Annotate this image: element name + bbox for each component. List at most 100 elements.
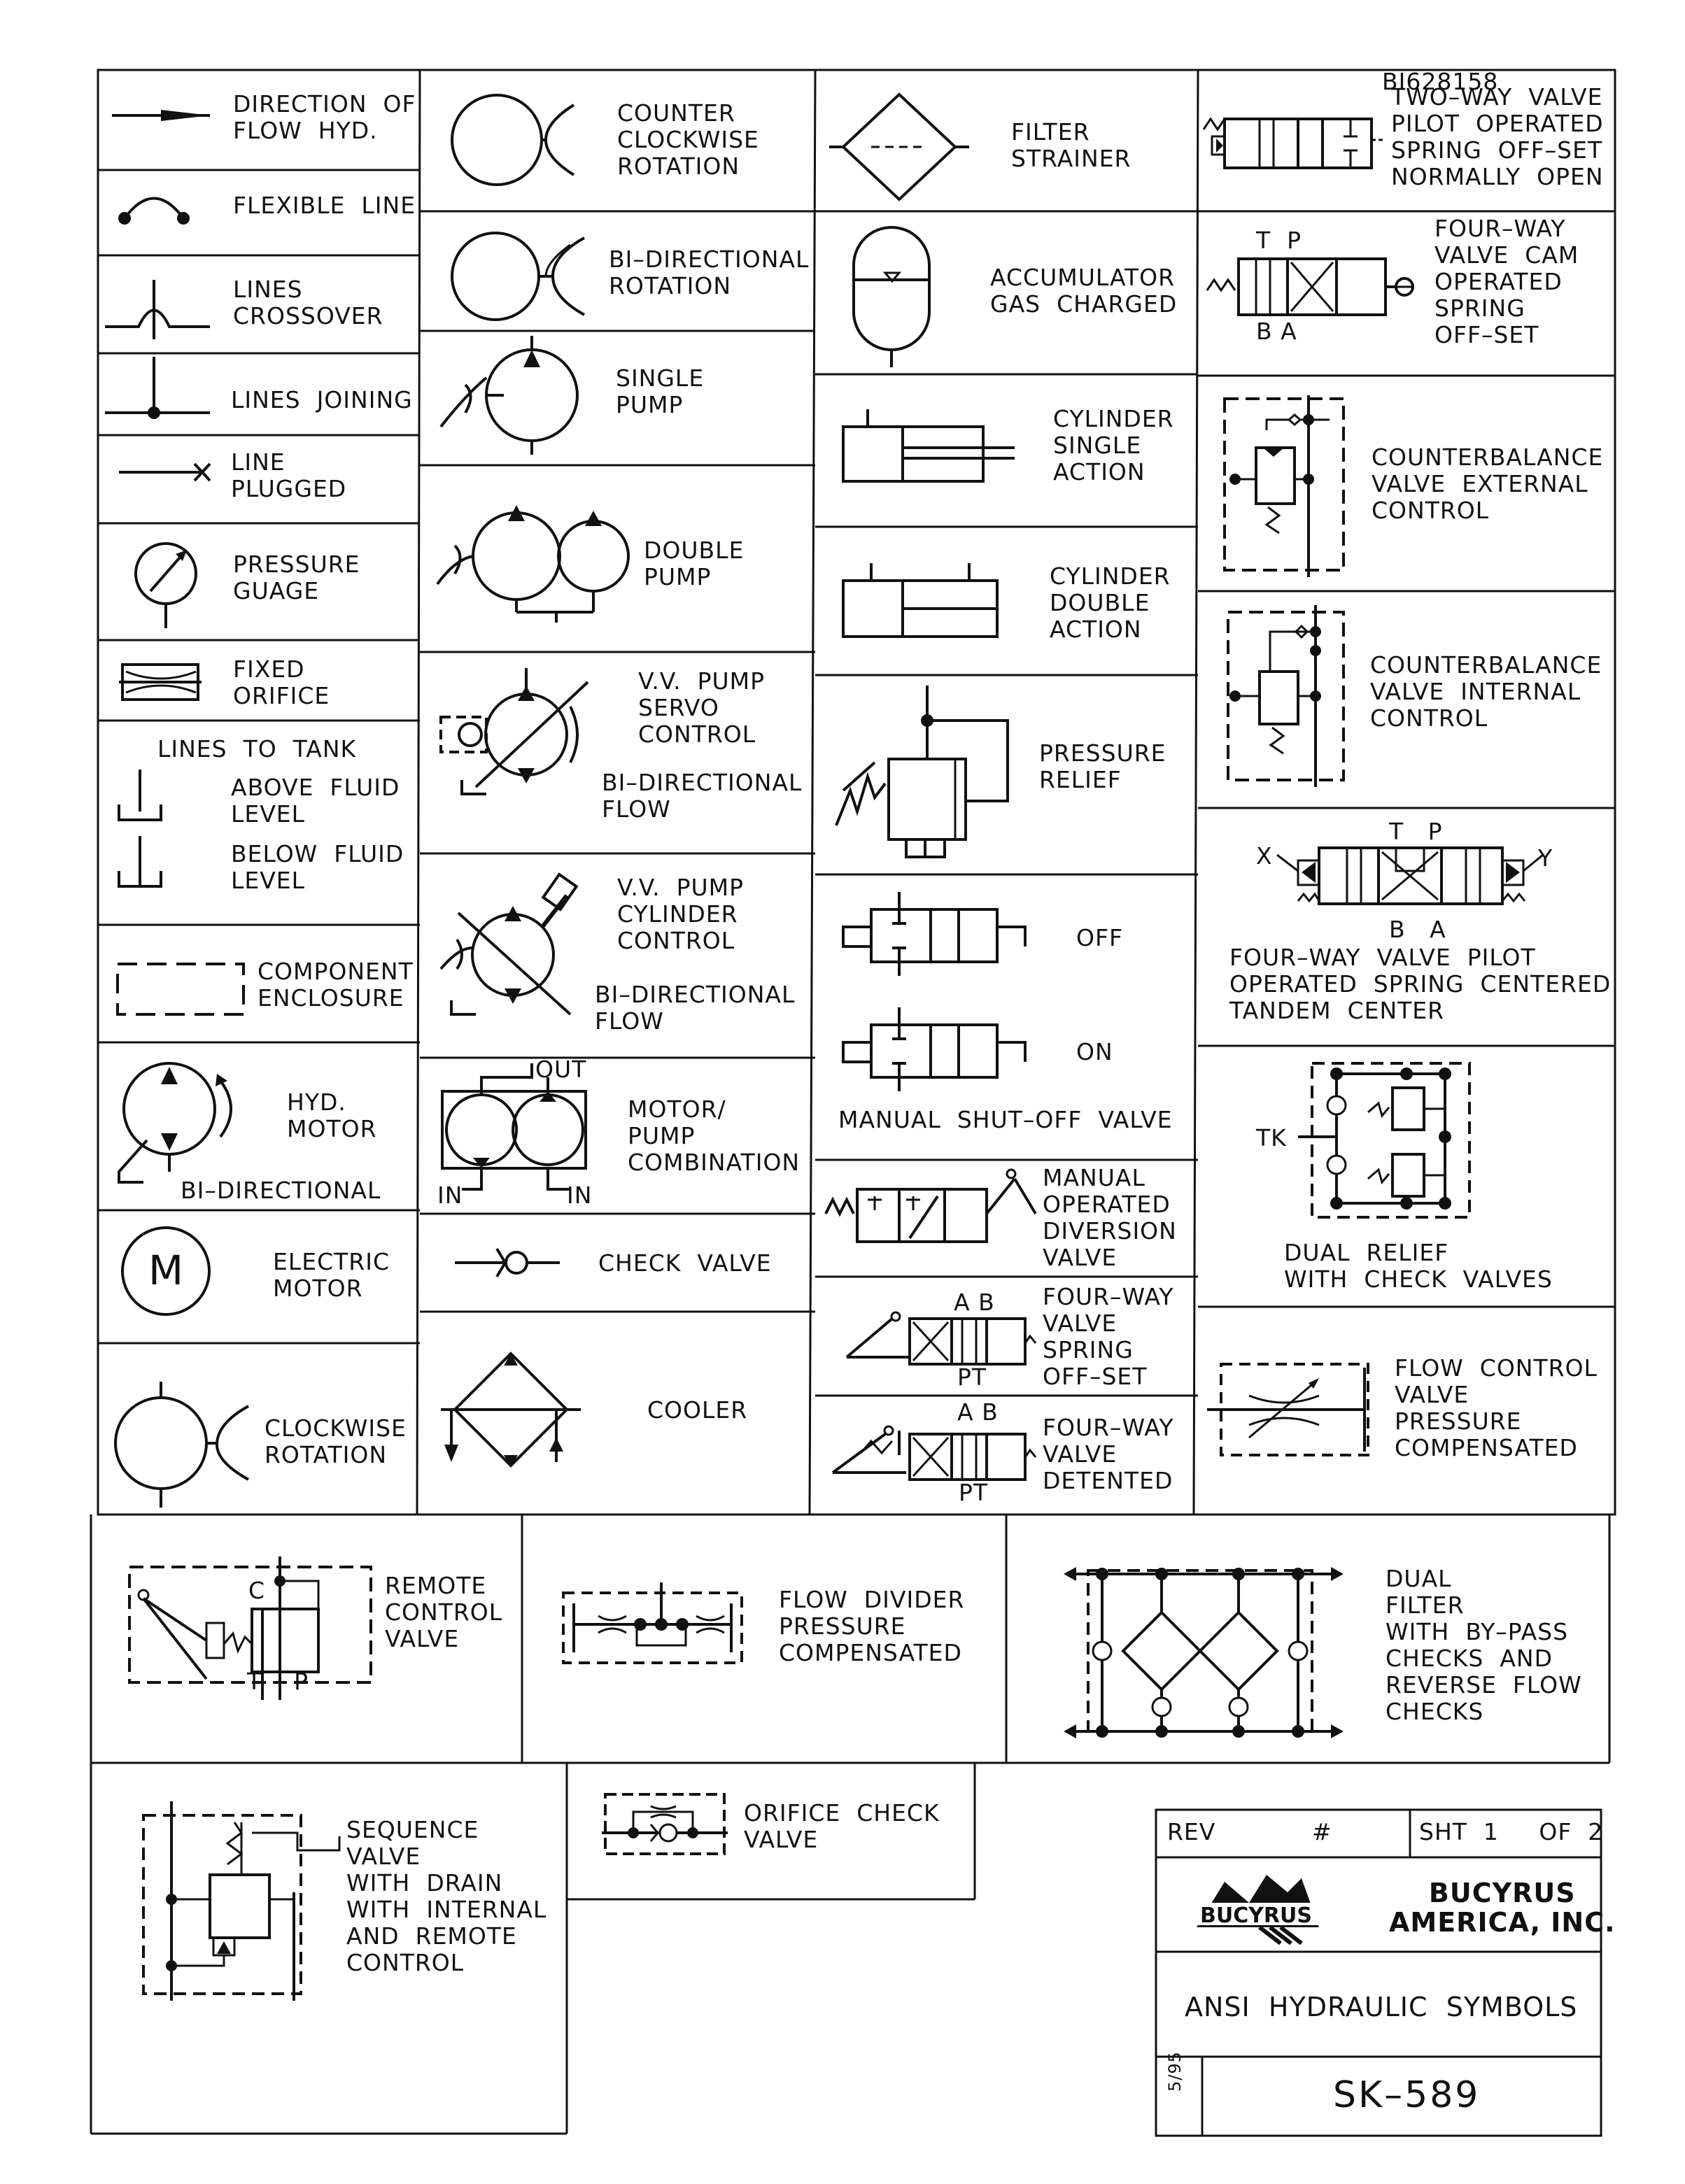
four-way-spring-ab-label: A B [954,1289,995,1316]
four-way-cam-tp-label: T P [1256,227,1302,254]
hyd-motor-label: HYD. MOTOR [287,1089,377,1142]
clockwise-rotation-label: CLOCKWISE ROTATION [265,1414,407,1468]
title-block-hash: # [1312,1818,1332,1845]
filter-strainer-label: FILTER STRAINER [1011,118,1131,172]
counterbalance-ext-icon [1218,395,1358,577]
four-way-cam-icon [1207,255,1417,318]
title-block-drawing-no: SK–589 [1333,2074,1481,2116]
below-fluid-level-label: BELOW FLUID LEVEL [231,840,404,894]
tandem-ba-label: B A [1389,916,1446,943]
motor-pump-out-label: OUT [535,1056,587,1083]
orifice-check-label: ORIFICE CHECK VALVE [744,1799,940,1853]
sequence-valve-icon [136,1801,339,2001]
line-plugged-icon [119,458,217,486]
dual-filter-icon [1064,1567,1344,1738]
dual-relief-label: DUAL RELIEF WITH CHECK VALVES [1284,1239,1553,1293]
fixed-orifice-label: FIXED ORIFICE [233,655,330,709]
flow-divider-label: FLOW DIVIDER PRESSURE COMPENSATED [779,1586,965,1666]
lines-crossover-icon [105,276,217,339]
direction-of-flow-label: DIRECTION OF FLOW HYD. [233,90,416,144]
lines-to-tank-label: LINES TO TANK [157,735,357,763]
vv-pump-servo-flow-label: BI–DIRECTIONAL FLOW [602,769,803,823]
four-way-cam-ba-label: B A [1256,318,1297,345]
filter-strainer-icon [829,91,969,203]
pressure-relief-label: PRESSURE RELIEF [1039,739,1166,793]
component-enclosure-icon [115,962,248,1018]
motor-pump-combination-label: MOTOR/ PUMP COMBINATION [628,1095,801,1176]
double-pump-label: DOUBLE PUMP [644,537,745,590]
double-pump-icon [434,505,637,623]
shutoff-off-icon [840,892,1029,976]
flexible-line-label: FLEXIBLE LINE [233,192,416,219]
four-way-spring-icon [840,1308,1036,1371]
cylinder-single-label: CYLINDER SINGLE ACTION [1053,405,1174,485]
motor-pump-in-right-label: IN [567,1182,593,1209]
title-block-company: BUCYRUS AMERICA, INC. [1389,1878,1616,1938]
vv-pump-servo-label: V.V. PUMP SERVO CONTROL [638,667,766,748]
title-block-date: 5/95 [1165,2051,1185,2092]
cooler-icon [441,1350,581,1468]
flexible-line-icon [118,189,190,225]
flow-divider-icon [560,1582,749,1670]
vv-pump-servo-icon [434,668,609,801]
fixed-orifice-icon [119,661,203,703]
counterbalance-ext-label: COUNTERBALANCE VALVE EXTERNAL CONTROL [1372,444,1604,524]
manual-diversion-icon [826,1168,1036,1245]
four-way-pilot-tandem-label: FOUR–WAY VALVE PILOT OPERATED SPRING CEN… [1229,944,1612,1024]
title-block-sheet: SHT 1 OF 2 [1419,1818,1604,1845]
remote-control-icon [122,1557,374,1700]
cylinder-double-icon [840,563,1022,647]
remote-control-c-label: C [248,1577,266,1604]
lines-joining-icon [105,357,217,419]
title-block-grid [1155,1808,1602,2137]
doc-id-label: BI628158 [1382,68,1499,95]
single-pump-icon [437,336,591,455]
manual-shutoff-label: MANUAL SHUT–OFF VALVE [838,1106,1173,1133]
flow-control-label: FLOW CONTROL VALVE PRESSURE COMPENSATED [1395,1354,1598,1461]
two-way-pilot-icon [1204,112,1386,175]
orifice-check-icon [602,1791,728,1861]
bidirectional-rotation-label: BI–DIRECTIONAL ROTATION [609,246,810,299]
dual-relief-icon [1298,1053,1480,1228]
clockwise-rotation-icon [112,1382,259,1508]
svg-text:M: M [148,1247,183,1294]
title-block-rev: REV [1167,1818,1216,1845]
component-enclosure-label: COMPONENT ENCLOSURE [258,958,414,1012]
remote-control-label: REMOTE CONTROL VALVE [385,1572,503,1652]
manual-diversion-label: MANUAL OPERATED DIVERSION VALVE [1043,1164,1177,1271]
shutoff-on-label: ON [1076,1038,1113,1065]
tank-above-icon [115,770,171,825]
flow-arrow-icon [112,110,210,121]
four-way-spring-pt-label: PT [957,1363,987,1391]
lines-joining-label: LINES JOINING [231,386,413,413]
four-way-cam-label: FOUR–WAY VALVE CAM OPERATED SPRING OFF–S… [1434,215,1579,348]
accumulator-icon [850,224,934,367]
dual-relief-tk-label: TK [1256,1124,1287,1151]
cylinder-double-label: CYLINDER DOUBLE ACTION [1050,562,1171,643]
shutoff-on-icon [840,1007,1029,1091]
flow-control-icon [1207,1361,1382,1459]
tank-below-icon [115,836,171,892]
cooler-label: COOLER [647,1396,748,1424]
four-way-detented-icon [829,1417,1039,1483]
bidirectional-rotation-icon [448,227,595,329]
single-pump-label: SINGLE PUMP [616,364,705,418]
above-fluid-level-label: ABOVE FLUID LEVEL [231,774,400,828]
motor-pump-combination-icon [441,1056,595,1196]
four-way-spring-label: FOUR–WAY VALVE SPRING OFF–SET [1043,1283,1174,1390]
hyd-motor-icon [105,1056,252,1193]
accumulator-label: ACCUMULATOR GAS CHARGED [990,264,1178,318]
four-way-detented-pt-label: PT [959,1479,989,1506]
hyd-motor-bidir-label: BI–DIRECTIONAL [181,1177,381,1204]
bucyrus-logo-icon: BUCYRUS [1183,1875,1330,1945]
tandem-tp-label: T P [1389,818,1443,845]
counter-clockwise-icon [448,91,581,196]
lines-crossover-label: LINES CROSSOVER [233,276,383,329]
motor-pump-in-left-label: IN [437,1182,463,1209]
vv-pump-cylinder-icon [430,878,591,1018]
check-valve-icon [455,1245,560,1280]
vv-pump-cylinder-label: V.V. PUMP CYLINDER CONTROL [617,874,745,954]
title-block-title: ANSI HYDRAULIC SYMBOLS [1185,1992,1578,2022]
dual-filter-label: DUAL FILTER WITH BY–PASS CHECKS AND REVE… [1386,1565,1582,1725]
